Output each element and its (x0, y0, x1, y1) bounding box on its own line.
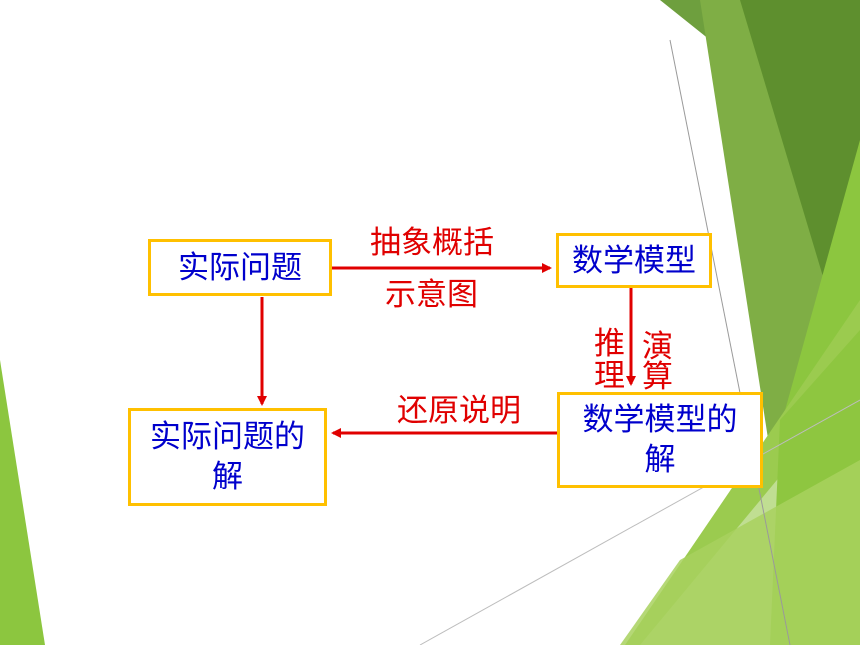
box-math-model: 数学模型 (556, 233, 712, 288)
box-real-problem: 实际问题 (148, 239, 332, 296)
box-math-model-text: 数学模型 (572, 242, 696, 279)
label-abstract: 抽象概括 (370, 225, 494, 261)
label-diagram: 示意图 (385, 277, 478, 313)
label-reason-2: 理 (594, 358, 625, 394)
box-real-problem-text: 实际问题 (178, 249, 302, 286)
box-real-solution-line1: 实际问题的 (150, 419, 305, 455)
box-model-solution: 数学模型的 解 (557, 392, 763, 488)
label-calc-2: 算 (642, 359, 673, 395)
box-real-solution: 实际问题的 解 (128, 408, 327, 506)
box-real-solution-line2: 解 (212, 459, 243, 495)
box-model-solution-line2: 解 (644, 442, 676, 478)
label-calc-1: 演 (642, 329, 673, 365)
box-model-solution-line1: 数学模型的 (582, 402, 738, 438)
label-reason-1: 推 (594, 326, 625, 362)
label-restore: 还原说明 (397, 393, 521, 429)
